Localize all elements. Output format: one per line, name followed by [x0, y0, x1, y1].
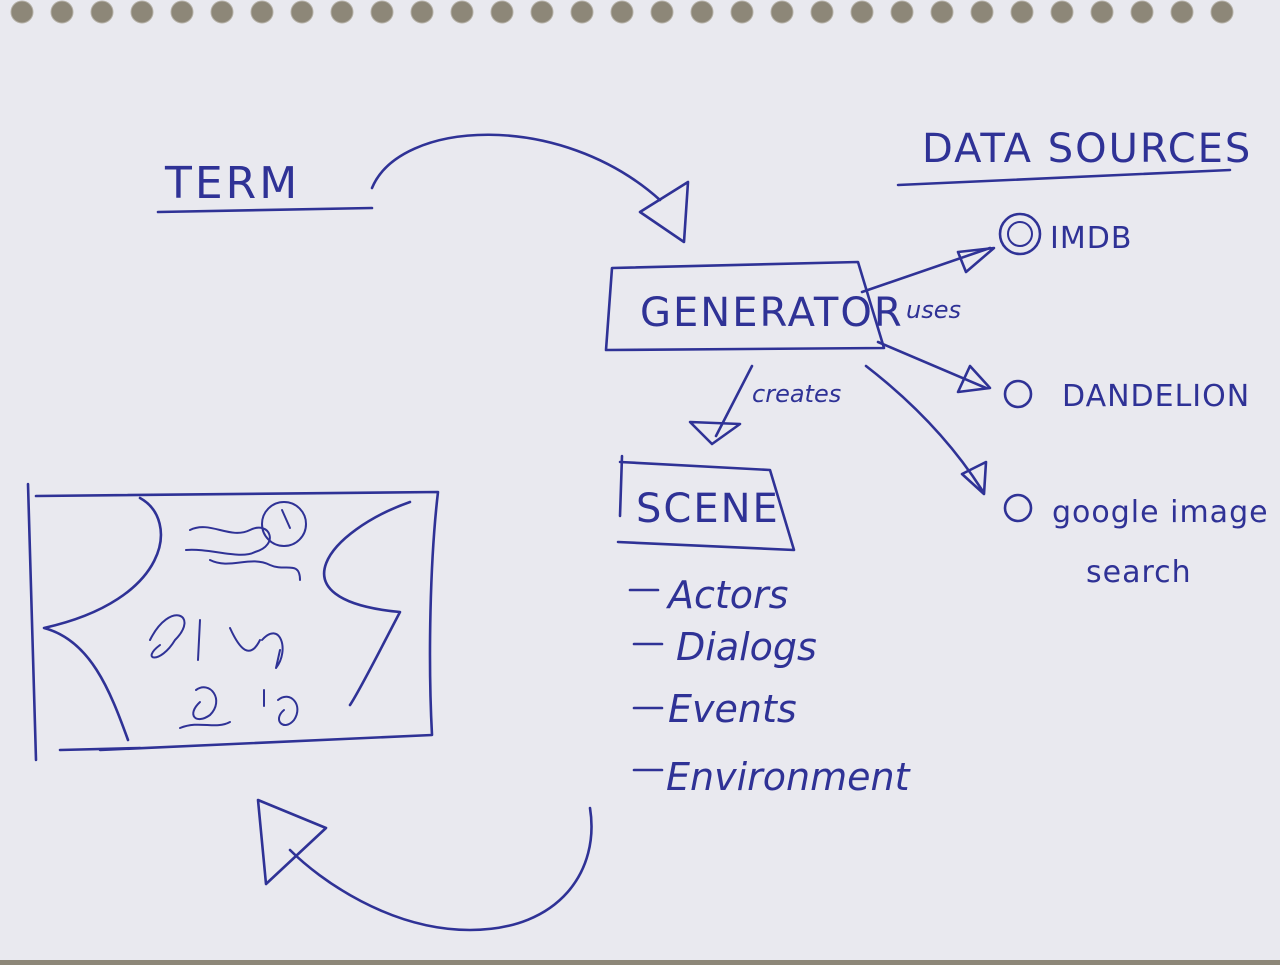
imdb-node-icon [998, 212, 1042, 256]
generator-to-dandelion-arrow [876, 340, 988, 390]
google-label-line2: search [1086, 555, 1192, 590]
binding-holes [10, 0, 1234, 24]
arrowhead-icon [956, 246, 996, 274]
data-sources-label: DATA SOURCES [922, 126, 1252, 172]
imdb-node-inner-icon [1007, 221, 1033, 247]
generator-to-imdb-arrow [860, 246, 992, 294]
scene-item: Actors [665, 573, 788, 617]
data-sources-underline [896, 168, 1232, 187]
arrowhead-icon [638, 180, 690, 244]
uses-label: uses [906, 296, 961, 324]
arrowhead-icon [956, 364, 992, 394]
generator-to-google-arrow [864, 364, 984, 492]
scene-box-left-edge [618, 454, 624, 518]
generator-to-scene-arrow [714, 364, 754, 438]
dandelion-label: DANDELION [1062, 379, 1250, 414]
arrowhead-icon [256, 798, 328, 886]
scene-label: SCENE [636, 486, 780, 532]
term-underline [156, 206, 374, 214]
google-label-line1: google image [1052, 495, 1269, 530]
generator-label: GENERATOR [640, 290, 904, 336]
scene-item: Dialogs [676, 625, 817, 669]
term-label: TERM [164, 158, 300, 209]
scene-item: Events [668, 687, 797, 731]
dandelion-node-icon [1003, 379, 1033, 409]
arrowhead-icon [960, 460, 988, 496]
term-to-generator-arrow [370, 133, 662, 202]
scene-sketch-illustration [26, 482, 440, 762]
scene-to-sketch-arrow [288, 806, 593, 932]
arrowhead-icon [688, 420, 742, 446]
imdb-label: IMDB [1050, 221, 1132, 256]
creates-label: creates [752, 380, 841, 408]
scene-item: Environment [666, 755, 912, 799]
generator-box [604, 260, 886, 352]
google-node-icon [1003, 493, 1033, 523]
scene-box [616, 460, 796, 552]
